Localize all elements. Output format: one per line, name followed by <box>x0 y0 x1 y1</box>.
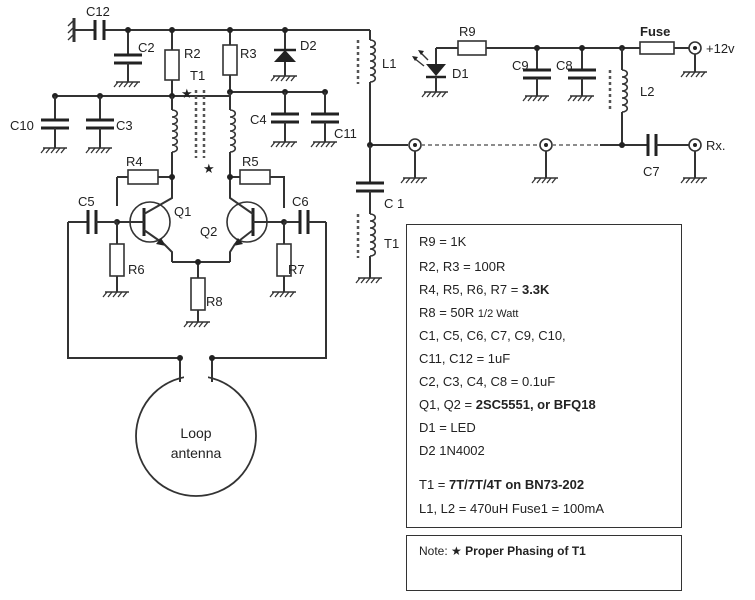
label-r5: R5 <box>242 154 259 169</box>
note-text: Proper Phasing of T1 <box>465 544 586 558</box>
supply-terminal <box>680 41 708 78</box>
label-c12: C12 <box>86 4 110 19</box>
legend-r9: R9 = 1K <box>419 234 467 249</box>
capacitor-c3 <box>85 96 114 154</box>
legend-r8: R8 = 50R 1/2 Watt <box>419 305 519 320</box>
label-r6: R6 <box>128 262 145 277</box>
capacitor-c8 <box>567 48 596 102</box>
loop-antenna-wiring <box>67 222 327 382</box>
label-fuse: Fuse <box>640 24 670 39</box>
loop-antenna <box>135 372 257 497</box>
label-r8: R8 <box>206 294 223 309</box>
resistor-r2 <box>164 49 180 96</box>
phasing-note: Note: ★ Proper Phasing of T1 <box>406 535 682 591</box>
label-q1: Q1 <box>174 204 191 219</box>
label-c4: C4 <box>250 112 267 127</box>
transistor-q1 <box>117 190 173 262</box>
label-r7: R7 <box>288 262 305 277</box>
chassis-ground-c12 <box>67 18 76 42</box>
label-d2: D2 <box>300 38 317 53</box>
phasing-star-2: ★ <box>203 161 215 176</box>
resistor-r9 <box>436 40 640 56</box>
diode-d2 <box>270 42 298 82</box>
capacitor-c5 <box>68 210 117 234</box>
legend-q1-q2: Q1, Q2 = 2SC5551, or BFQ18 <box>419 397 596 412</box>
legend-l1-l2-fuse: L1, L2 = 470uH Fuse1 = 100mA <box>419 501 605 516</box>
label-c7: C7 <box>643 164 660 179</box>
legend-c-group3: C2, C3, C4, C8 = 0.1uF <box>419 374 556 389</box>
antenna-label-line1: Loop <box>180 425 211 441</box>
resistor-r4 <box>116 169 172 206</box>
legend-c-group1: C1, C5, C6, C7, C9, C10, <box>419 328 566 343</box>
capacitor-c6 <box>284 210 326 234</box>
fuse <box>639 41 690 55</box>
transistor-q2 <box>226 190 300 262</box>
note-star: ★ <box>451 544 462 558</box>
label-c9: C9 <box>512 58 529 73</box>
label-d1: D1 <box>452 66 469 81</box>
label-c2: C2 <box>138 40 155 55</box>
antenna-label-line2: antenna <box>171 445 222 461</box>
resistor-r3 <box>222 44 238 90</box>
label-rx: Rx. <box>706 138 726 153</box>
capacitor-c10 <box>40 96 69 154</box>
label-t1: T1 <box>190 68 205 83</box>
label-c1: C 1 <box>384 196 404 211</box>
label-c3: C3 <box>116 118 133 133</box>
capacitor-c12 <box>93 20 106 40</box>
legend-r4-r7: R4, R5, R6, R7 = 3.3K <box>419 282 550 297</box>
capacitor-c11 <box>310 92 339 148</box>
legend-c-group2: C11, C12 = 1uF <box>419 351 511 366</box>
legend-d2: D2 1N4002 <box>419 443 485 458</box>
inductor-l1 <box>356 39 377 145</box>
label-l1: L1 <box>382 56 396 71</box>
resistor-r7 <box>269 222 297 298</box>
label-c8: C8 <box>556 58 573 73</box>
label-r4: R4 <box>126 154 143 169</box>
label-l2: L2 <box>640 84 654 99</box>
legend-t1: T1 = 7T/7T/4T on BN73-202 <box>419 477 585 492</box>
capacitor-c2 <box>113 53 142 88</box>
legend-d1: D1 = LED <box>419 420 476 435</box>
label-c10: C10 <box>10 118 34 133</box>
capacitor-c9 <box>522 48 551 102</box>
capacitor-c4 <box>270 92 299 148</box>
label-r9: R9 <box>459 24 476 39</box>
label-c11: C11 <box>334 126 357 141</box>
label-r2: R2 <box>184 46 201 61</box>
top-rail-wires <box>74 29 371 55</box>
transformer-t1-secondary <box>355 213 383 284</box>
label-q2: Q2 <box>200 224 217 239</box>
rf-output-line <box>370 134 708 184</box>
legend-r2-r3: R2, R3 = 100R <box>419 259 506 274</box>
label-supply: +12v <box>706 41 735 56</box>
capacitor-c1 <box>356 145 384 214</box>
label-t1-lower: T1 <box>384 236 399 251</box>
label-r3: R3 <box>240 46 257 61</box>
phasing-star-1: ★ <box>181 86 193 101</box>
led-d1 <box>412 48 449 98</box>
inductor-l2 <box>608 48 629 145</box>
component-values-legend: R9 = 1K R2, R3 = 100R R4, R5, R6, R7 = 3… <box>406 224 682 528</box>
resistor-r5 <box>230 169 285 208</box>
label-c6: C6 <box>292 194 309 209</box>
resistor-r6 <box>102 222 130 298</box>
label-c5: C5 <box>78 194 95 209</box>
note-prefix: Note: <box>419 544 448 558</box>
transformer-t1-primary <box>171 90 237 190</box>
